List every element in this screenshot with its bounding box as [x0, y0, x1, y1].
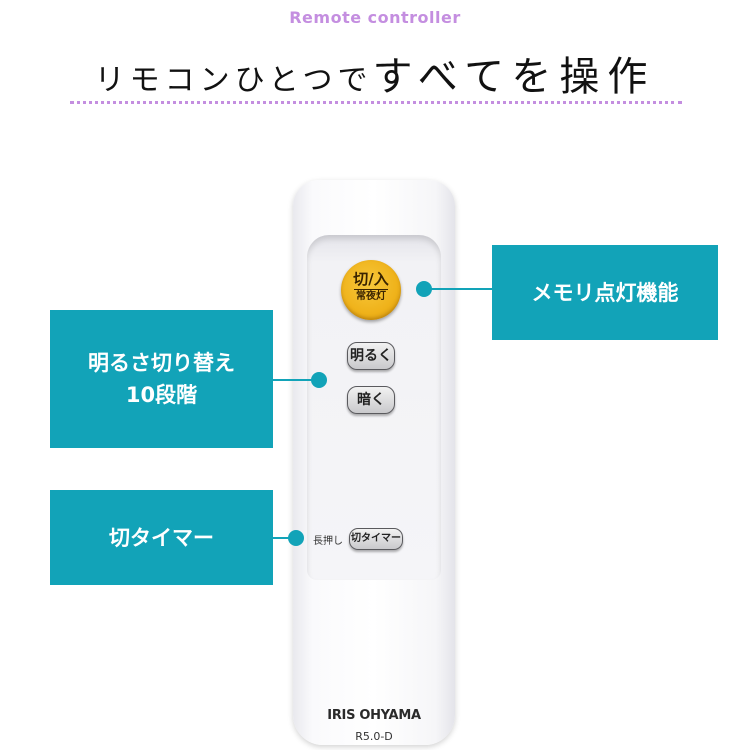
title-emphasis: すべてを操作	[372, 54, 656, 100]
callout-timer-text: 切タイマー	[109, 525, 214, 550]
callout-memory-lighting: メモリ点灯機能	[492, 245, 718, 340]
brighter-button[interactable]: 明るく	[347, 342, 395, 370]
connector-dot-brightness	[311, 372, 327, 388]
power-label: 切/入	[353, 270, 389, 288]
dimmer-button[interactable]: 暗く	[347, 386, 395, 414]
dotted-divider	[70, 101, 682, 104]
callout-brightness-line1: 明るさ切り替え	[88, 351, 235, 375]
power-button[interactable]: 切/入 常夜灯	[341, 260, 401, 320]
connector-dot-timer	[288, 530, 304, 546]
callout-off-timer: 切タイマー	[50, 490, 273, 585]
callout-memory-text: メモリ点灯機能	[531, 280, 679, 305]
callout-brightness-line2: 10段階	[125, 383, 198, 407]
power-divider	[354, 289, 388, 290]
connector-line-memory	[424, 288, 492, 290]
connector-line-timer	[273, 537, 295, 539]
connector-line-brightness	[273, 379, 317, 381]
brand-logo: IRIS OHYAMA	[327, 708, 421, 723]
off-timer-button[interactable]: 切タイマー	[349, 528, 403, 550]
section-subtitle: Remote controller	[289, 8, 461, 27]
remote-control: 切/入 常夜灯 明るく 暗く 長押し 切タイマー IRIS OHYAMA R5.…	[293, 180, 455, 745]
title-lead: リモコンひとつで	[94, 63, 373, 98]
model-number: R5.0-D	[355, 730, 393, 743]
page-title: リモコンひとつですべてを操作	[0, 44, 750, 102]
callout-brightness-text: 明るさ切り替え 10段階	[88, 347, 235, 411]
callout-brightness: 明るさ切り替え 10段階	[50, 310, 273, 448]
nightlight-label: 常夜灯	[356, 291, 386, 302]
long-press-label: 長押し	[313, 536, 343, 547]
